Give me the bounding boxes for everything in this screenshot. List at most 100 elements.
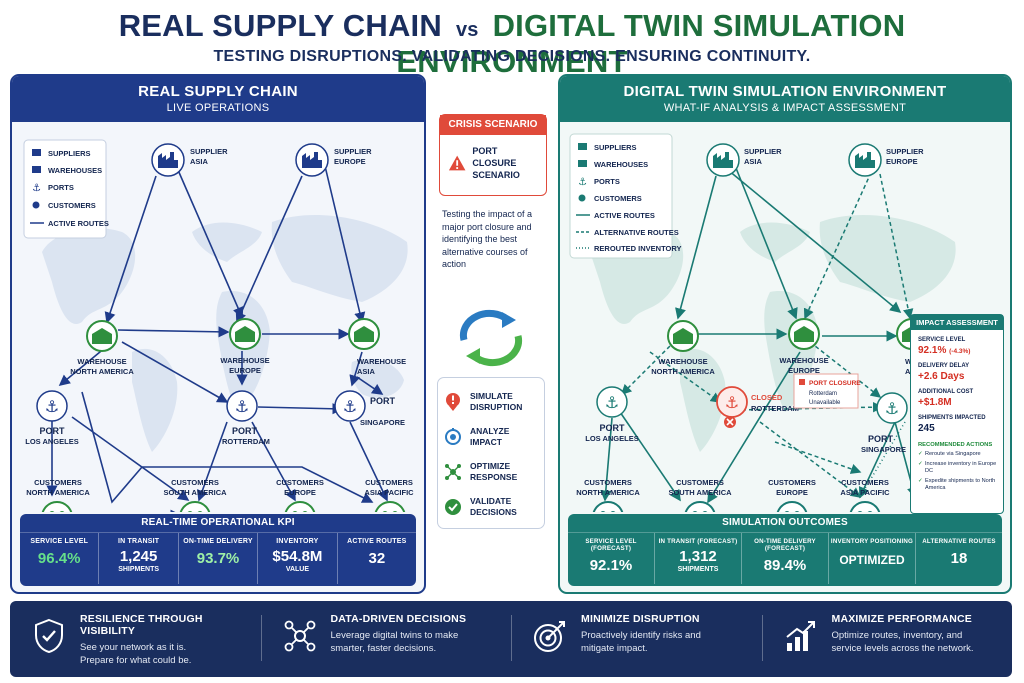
impact-additional-cost-value: +$1.8M — [918, 397, 952, 408]
warehouse-eu-node[interactable]: WAREHOUSE EUROPE — [220, 318, 270, 375]
sim-customers-sa-region: SOUTH AMERICA — [668, 488, 732, 497]
port-la-node[interactable]: ⚓ PORT LOS ANGELES — [25, 390, 79, 446]
sim-customers-ap-title: CUSTOMERS — [841, 478, 889, 487]
impact-shipments-label: SHIPMENTS IMPACTED — [918, 415, 986, 421]
sim-customers-eu-region: EUROPE — [776, 488, 808, 497]
benefit-data-driven-title: DATA-DRIVEN DECISIONS — [330, 613, 467, 625]
port-rotterdam-node[interactable]: ⚓ PORT ROTTERDAM — [222, 390, 270, 446]
sim-port-la-node[interactable]: ⚓ PORT LOS ANGELES — [585, 386, 639, 443]
benefit-minimize-disruption-desc-1: Proactively identify risks and — [581, 630, 701, 641]
factory-icon — [158, 152, 178, 168]
port-rotterdam-label: PORT — [232, 426, 258, 436]
kpi-label: ACTIVE ROUTES — [347, 538, 407, 545]
legend-suppliers: SUPPLIERS — [594, 143, 637, 152]
warehouse-eu-label: WAREHOUSE — [220, 356, 269, 365]
closed-port-rotterdam-node[interactable]: ⚓ CLOSED ROTTERDAM — [716, 386, 799, 428]
kpi-sub: SHIPMENTS — [677, 566, 719, 573]
shield-check-icon — [35, 618, 63, 654]
legend-warehouses: WAREHOUSES — [48, 166, 102, 175]
sim-port-singapore-node[interactable]: ⚓ PORT SINGAPORE — [861, 392, 908, 454]
left-panel-header: REAL SUPPLY CHAIN LIVE OPERATIONS — [12, 76, 424, 122]
sim-warehouse-eu-region: EUROPE — [788, 366, 820, 375]
sim-customers-sa-node[interactable] — [684, 501, 716, 512]
crisis-title-line2: SCENARIO — [472, 170, 520, 180]
impact-service-level-label: SERVICE LEVEL — [918, 337, 966, 343]
sim-warehouse-na-label: WAREHOUSE — [658, 357, 707, 366]
sim-supplier-europe-node[interactable]: SUPPLIER EUROPE — [848, 143, 924, 177]
kpi-value: $54.8M — [272, 548, 323, 565]
kpi-sub: VALUE — [285, 566, 310, 573]
sim-customers-eu-node[interactable] — [776, 501, 808, 512]
step-simulate-line1: SIMULATE — [470, 390, 513, 401]
recommended-action-item: Increase inventory in Europe DC — [918, 461, 999, 475]
benefits-banner: RESILIENCE THROUGH VISIBILITY See your n… — [10, 601, 1012, 677]
customers-ap-region: ASIA PACIFIC — [364, 488, 414, 497]
anchor-icon: ⚓ — [605, 395, 619, 412]
sim-customers-ap-node[interactable] — [849, 501, 881, 512]
impact-assessment-card: IMPACT ASSESSMENT SERVICE LEVEL 92.1% (-… — [910, 314, 1004, 514]
impact-assessment-title: IMPACT ASSESSMENT — [911, 315, 1003, 330]
sim-customers-na-node[interactable] — [592, 501, 624, 512]
impact-shipments-value: 245 — [918, 423, 935, 434]
sim-customers-sa-title: CUSTOMERS — [676, 478, 724, 487]
kpi-label: IN TRANSIT (FORECAST) — [658, 538, 738, 545]
kpi-label: ON-TIME DELIVERY (FORECAST) — [754, 538, 816, 552]
supplier-asia-node[interactable]: SUPPLIER ASIA — [151, 143, 228, 177]
benefit-maximize-performance-desc-2: service levels across the network. — [831, 643, 974, 654]
analyze-gauge-icon — [445, 427, 461, 445]
legend-active-routes: ACTIVE ROUTES — [48, 219, 109, 228]
step-validate-line2: DECISIONS — [470, 506, 517, 517]
customers-sa-node[interactable] — [179, 501, 211, 512]
anchor-icon: ⚓ — [45, 399, 59, 416]
customers-eu-node[interactable] — [284, 501, 316, 512]
kpi-label: SERVICE LEVEL — [30, 538, 89, 545]
kpi-value: 1,312 — [679, 548, 717, 565]
port-rotterdam-city: ROTTERDAM — [222, 437, 270, 446]
port-singapore-city: SINGAPORE — [360, 418, 405, 427]
customers-na-region: NORTH AMERICA — [26, 488, 90, 497]
sim-supplier-europe-label: SUPPLIER — [886, 147, 924, 156]
warehouse-na-node[interactable]: WAREHOUSE NORTH AMERICA — [70, 320, 134, 376]
warehouse-asia-label: WAREHOUSE — [357, 357, 406, 366]
impact-service-level-delta: (-4.3%) — [949, 348, 971, 355]
benefit-resilience: RESILIENCE THROUGH VISIBILITY See your n… — [10, 601, 261, 677]
closure-note-status: Unavailable — [809, 400, 841, 406]
impact-additional-cost-label: ADDITIONAL COST — [918, 389, 974, 395]
outcome-service-level: SERVICE LEVEL (FORECAST)92.1% — [568, 533, 654, 584]
network-nodes-icon — [284, 620, 315, 652]
anchor-icon: ⚓ — [343, 399, 357, 416]
supplier-europe-node[interactable]: SUPPLIER EUROPE — [295, 143, 372, 177]
customers-ap-title: CUSTOMERS — [365, 478, 413, 487]
sim-warehouse-eu-node[interactable]: WAREHOUSE EUROPE — [779, 318, 829, 375]
warehouse-asia-node[interactable]: WAREHOUSE ASIA — [348, 318, 406, 376]
sim-customers-eu-title: CUSTOMERS — [768, 478, 816, 487]
sim-warehouse-eu-label: WAREHOUSE — [779, 356, 828, 365]
warehouse-icon — [794, 326, 814, 342]
sim-supplier-asia-node[interactable]: SUPPLIER ASIA — [706, 143, 782, 177]
sim-warehouse-na-node[interactable]: WAREHOUSE NORTH AMERICA — [651, 320, 715, 376]
anchor-icon: ⚓ — [725, 395, 739, 412]
factory-icon — [713, 152, 733, 168]
port-singapore-label: PORT — [370, 396, 396, 406]
customers-ap-node[interactable] — [374, 501, 406, 512]
port-singapore-node[interactable]: ⚓ PORT SINGAPORE — [334, 390, 405, 427]
benefit-minimize-disruption: MINIMIZE DISRUPTION Proactively identify… — [511, 601, 762, 677]
factory-icon — [302, 152, 322, 168]
legend-alternative-routes: ALTERNATIVE ROUTES — [594, 228, 679, 237]
legend-customers: CUSTOMERS — [48, 201, 96, 210]
legend-warehouses: WAREHOUSES — [594, 160, 648, 169]
step-analyze-line2: IMPACT — [470, 436, 502, 447]
kpi-value: OPTIMIZED — [839, 553, 905, 567]
customers-na-node[interactable] — [41, 501, 73, 512]
supplier-asia-label: SUPPLIER — [190, 147, 228, 156]
